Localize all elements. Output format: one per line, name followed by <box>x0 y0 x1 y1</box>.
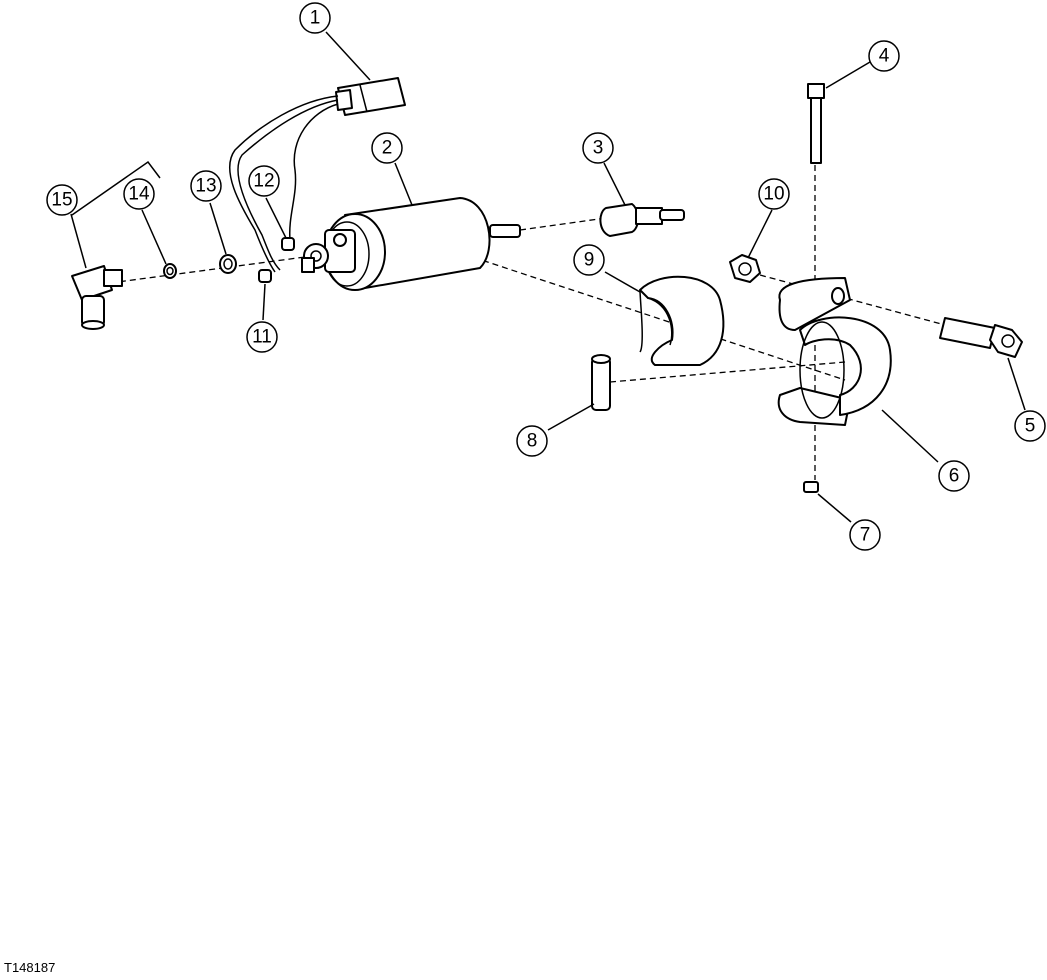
figure-id: T148187 <box>4 960 56 975</box>
svg-text:13: 13 <box>195 176 216 197</box>
svg-text:6: 6 <box>949 466 960 487</box>
svg-text:9: 9 <box>584 250 595 271</box>
o-ring-14 <box>163 263 177 279</box>
callout-14: 14 <box>123 178 155 210</box>
callout-11: 11 <box>246 321 278 353</box>
callout-8: 8 <box>516 425 548 457</box>
hex-bolt <box>939 317 1023 358</box>
svg-text:15: 15 <box>51 190 72 211</box>
svg-text:12: 12 <box>253 171 274 192</box>
fuel-pump <box>301 197 521 291</box>
callout-13: 13 <box>190 170 222 202</box>
svg-text:10: 10 <box>763 184 784 205</box>
callout-9: 9 <box>573 244 605 276</box>
svg-text:7: 7 <box>860 525 871 546</box>
assembly-lines <box>109 165 946 480</box>
svg-text:2: 2 <box>382 138 393 159</box>
callout-7: 7 <box>849 519 881 551</box>
elbow-fitting <box>71 265 123 330</box>
svg-text:4: 4 <box>879 46 890 67</box>
leader-lines <box>70 31 1026 523</box>
terminal-nut-11 <box>258 269 272 283</box>
svg-text:5: 5 <box>1025 416 1036 437</box>
hex-nut <box>729 254 761 283</box>
terminal-nut-12 <box>281 237 295 251</box>
svg-text:11: 11 <box>252 327 272 348</box>
callouts: 1 2 3 4 5 6 7 8 <box>46 2 1046 551</box>
callout-5: 5 <box>1014 410 1046 442</box>
svg-text:1: 1 <box>310 8 321 29</box>
callout-4: 4 <box>868 40 900 72</box>
long-bolt <box>807 83 825 164</box>
callout-6: 6 <box>938 460 970 492</box>
svg-text:14: 14 <box>128 184 150 205</box>
callout-12: 12 <box>248 165 280 197</box>
rubber-insulator <box>639 275 725 366</box>
callout-2: 2 <box>371 132 403 164</box>
spacer-sleeve <box>591 354 611 411</box>
mounting-bracket <box>777 277 892 426</box>
svg-text:3: 3 <box>593 138 604 159</box>
callout-1: 1 <box>299 2 331 34</box>
harness-connector <box>229 77 406 273</box>
callout-3: 3 <box>582 132 614 164</box>
outlet-fitting <box>599 203 685 237</box>
small-nut <box>803 481 819 493</box>
callout-15: 15 <box>46 184 78 216</box>
callout-10: 10 <box>758 178 790 210</box>
o-ring-13 <box>219 254 237 274</box>
svg-text:8: 8 <box>527 431 538 452</box>
